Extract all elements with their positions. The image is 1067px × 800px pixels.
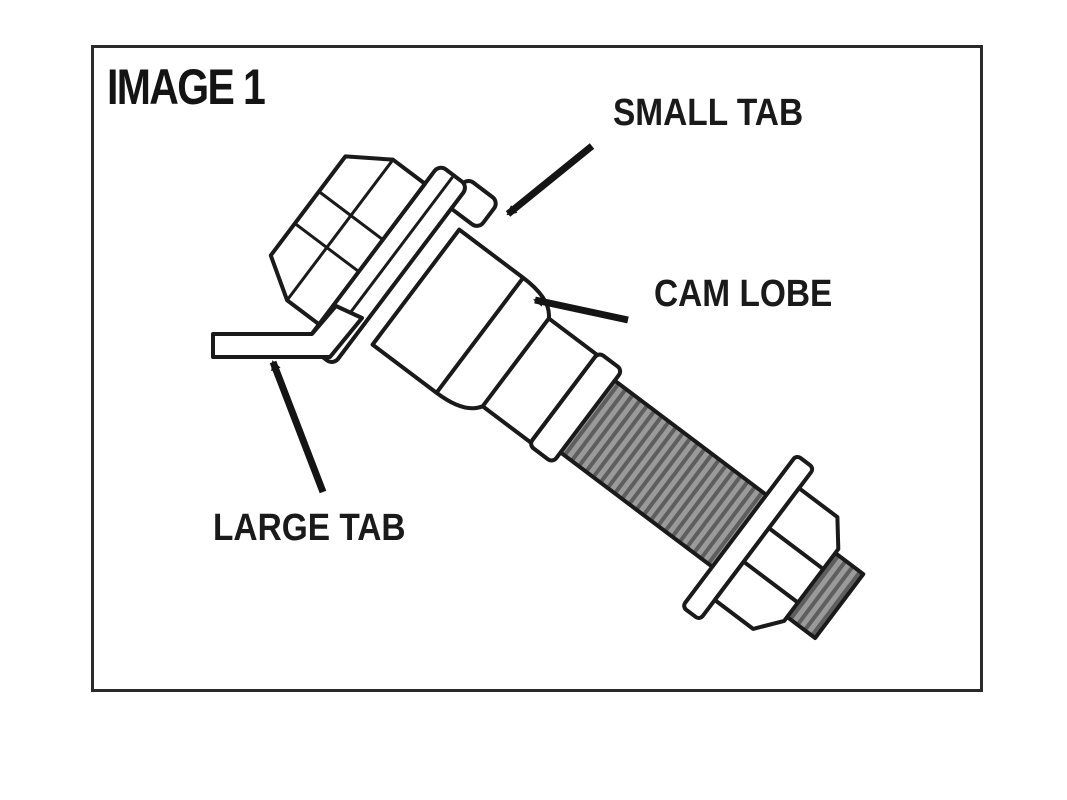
cam-lobe-label: CAM LOBE <box>654 273 833 315</box>
arrow-large-tab <box>269 360 327 494</box>
large-tab <box>211 304 364 359</box>
cam-lobe <box>370 227 599 445</box>
arrow-small-tab <box>505 143 595 217</box>
figure-title: IMAGE 1 <box>107 59 266 115</box>
large-tab-label: LARGE TAB <box>213 507 406 549</box>
small-tab-label: SMALL TAB <box>613 92 804 134</box>
hex-nut <box>712 486 841 631</box>
arrow-cam-lobe <box>533 296 629 324</box>
